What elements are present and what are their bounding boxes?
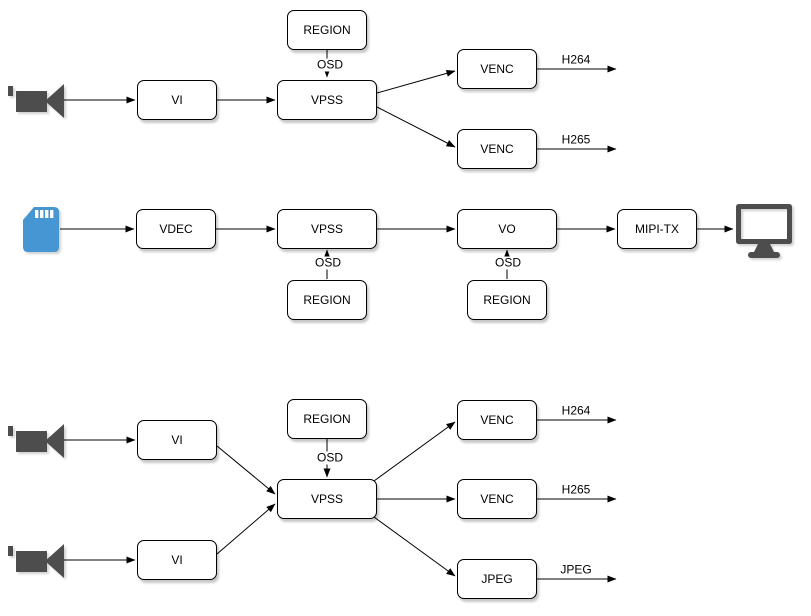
edge-label-osd: OSD [314,450,346,465]
node-vpss: VPSS [277,479,377,519]
edge-label-h264: H264 [559,403,593,418]
node-label: REGION [303,293,351,307]
node-vdec: VDEC [136,209,216,249]
node-jpeg: JPEG [457,559,537,599]
node-label: VPSS [310,222,343,236]
camera-icon [8,84,64,118]
camera-icon [8,544,64,578]
edge-label-h265: H265 [559,482,593,497]
connector [376,106,456,148]
node-region: REGION [287,280,367,320]
node-label: REGION [303,23,351,37]
node-region: REGION [287,399,367,439]
monitor-icon [736,204,792,258]
connector [373,421,456,482]
node-mipi-tx: MIPI-TX [617,209,697,249]
edge-label-h265: H265 [559,132,593,147]
node-venc-h265: VENC [457,129,537,169]
node-vpss: VPSS [277,80,377,120]
node-label: VI [171,93,183,107]
node-label: VENC [480,142,514,156]
connector [373,516,456,577]
connector [216,503,276,555]
node-vpss: VPSS [277,209,377,249]
node-label: VENC [480,492,514,506]
node-label: VDEC [159,222,193,236]
connector [216,445,276,495]
node-label: REGION [303,412,351,426]
edge-label-osd: OSD [314,57,346,72]
node-label: JPEG [481,572,513,586]
node-vi: VI [137,80,217,120]
node-venc-h264: VENC [457,49,537,89]
node-label: VPSS [310,93,343,107]
node-label: REGION [483,293,531,307]
node-label: MIPI-TX [635,222,679,236]
node-region: REGION [287,10,367,50]
node-region: REGION [467,280,547,320]
node-label: VO [498,222,516,236]
node-vo: VO [457,209,557,249]
node-venc-h265: VENC [457,479,537,519]
camera-icon [8,424,64,458]
node-vi: VI [137,540,217,580]
node-label: VI [171,553,183,567]
edge-label-osd: OSD [312,255,344,270]
node-label: VPSS [310,492,343,506]
edge-label-osd: OSD [492,255,524,270]
connector [376,69,456,94]
node-venc-h264: VENC [457,400,537,440]
node-label: VI [171,433,183,447]
node-label: VENC [480,62,514,76]
node-label: VENC [480,413,514,427]
edge-label-h264: H264 [559,52,593,67]
node-vi: VI [137,420,217,460]
sd-card-icon [23,207,59,252]
edge-label-jpeg: JPEG [558,562,594,577]
